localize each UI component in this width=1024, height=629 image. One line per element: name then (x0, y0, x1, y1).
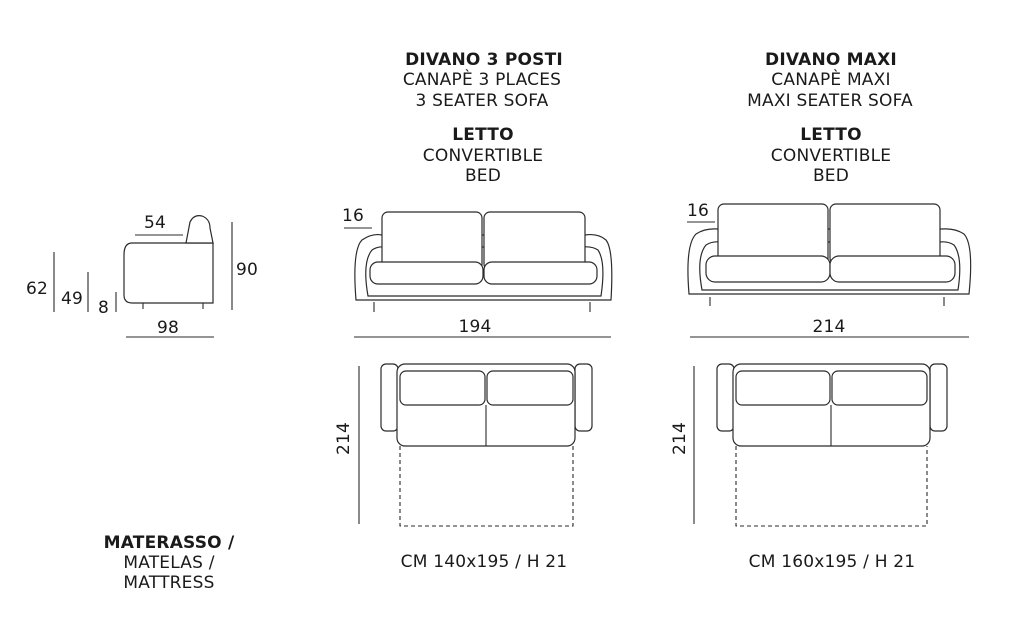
header-3posti-bed-line2: CONVERTIBLE (422, 146, 544, 166)
dim-label-214-maxi: 214 (812, 317, 846, 337)
header-maxi-bed-title: LETTO (800, 125, 862, 145)
header-3posti-line2: CANAPÈ 3 PLACES (402, 70, 562, 90)
side-view-drawing (53, 215, 233, 338)
header-maxi-line2: CANAPÈ MAXI (771, 70, 891, 90)
side-body (123, 242, 214, 304)
dim-label-16-maxi: 16 (687, 201, 710, 221)
mattress-spec-maxi: CM 160x195 / H 21 (748, 552, 916, 572)
mattress-spec-3posti: CM 140x195 / H 21 (400, 552, 568, 572)
header-maxi-bed-line3: BED (812, 166, 850, 186)
header-maxi-title: DIVANO MAXI (765, 50, 897, 70)
mattress-label-line2: MATELAS / (123, 553, 215, 573)
side-backrest (185, 215, 214, 244)
header-3posti-title: DIVANO 3 POSTI (405, 50, 563, 70)
header-3posti-bed-title: LETTO (452, 125, 514, 145)
header-3posti-bed-line3: BED (464, 166, 502, 186)
dim-label-49: 49 (60, 289, 83, 309)
dim-label-54: 54 (143, 213, 167, 233)
dim-label-90: 90 (236, 260, 259, 280)
mattress-label-line3: MATTRESS (123, 573, 215, 593)
sofa-3-front-drawing (344, 211, 613, 338)
header-3posti-line3: 3 SEATER SOFA (415, 91, 549, 111)
mattress-label-line1: MATERASSO / (103, 533, 235, 553)
dim-label-214-3posti-top: 214 (334, 421, 354, 455)
sofa-3-top-drawing (358, 363, 593, 527)
sofa-maxi-top-drawing (693, 363, 948, 527)
dim-label-8: 8 (97, 298, 109, 318)
dim-label-16-3posti: 16 (342, 206, 365, 226)
header-maxi-line3: MAXI SEATER SOFA (747, 91, 913, 111)
dim-label-62: 62 (25, 279, 48, 299)
sofa-maxi-front-drawing (687, 203, 972, 338)
dim-label-98: 98 (156, 318, 180, 338)
dim-label-214-maxi-top: 214 (670, 421, 690, 455)
header-maxi-bed-line2: CONVERTIBLE (770, 146, 892, 166)
dim-label-194: 194 (458, 317, 492, 337)
